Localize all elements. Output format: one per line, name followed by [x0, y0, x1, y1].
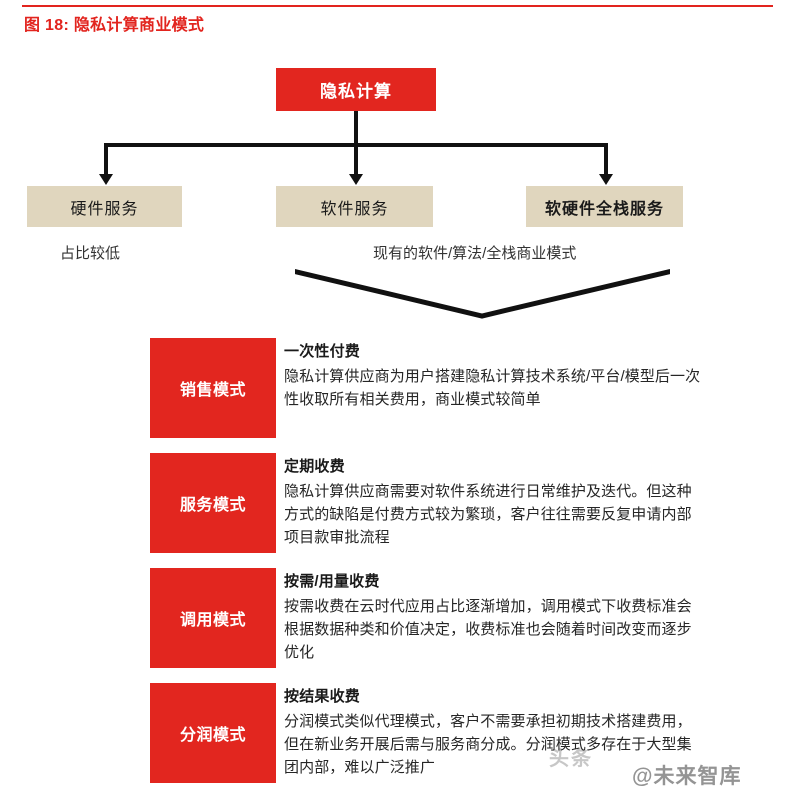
tier-node-software-service: 软件服务	[276, 186, 433, 227]
connector-drop-software	[354, 147, 358, 177]
mode-body: 一次性付费 隐私计算供应商为用户搭建隐私计算技术系统/平台/模型后一次性收取所有…	[284, 338, 704, 411]
tier-node-label: 软硬件全栈服务	[544, 200, 664, 218]
tier-note-software: 现有的软件/算法/全栈商业模式	[373, 245, 577, 262]
mode-description: 分润模式类似代理模式，客户不需要承担初期技术搭建费用，但在新业务开展后需与服务商…	[284, 713, 692, 776]
mode-row: 调用模式 按需/用量收费 按需收费在云时代应用占比逐渐增加，调用模式下收费标准会…	[0, 568, 795, 668]
mode-description: 隐私计算供应商为用户搭建隐私计算技术系统/平台/模型后一次性收取所有相关费用，商…	[284, 368, 701, 408]
mode-tag-service: 服务模式	[150, 453, 276, 553]
arrowhead-hardware-icon	[99, 174, 113, 185]
tier-node-label: 软件服务	[320, 200, 389, 218]
tier-node-hardware-service: 硬件服务	[27, 186, 182, 227]
connector-drop-fullstack	[604, 147, 608, 177]
tier-note-hardware: 占比较低	[60, 245, 121, 262]
mode-tag-label: 调用模式	[179, 612, 246, 629]
root-node-privacy-computing: 隐私计算	[276, 68, 436, 111]
root-node-label: 隐私计算	[320, 82, 392, 101]
mode-tag-label: 服务模式	[179, 497, 246, 514]
tier-node-label: 硬件服务	[70, 200, 139, 218]
mode-tag-sales: 销售模式	[150, 338, 276, 438]
connector-drop-hardware	[104, 147, 108, 177]
mode-row: 销售模式 一次性付费 隐私计算供应商为用户搭建隐私计算技术系统/平台/模型后一次…	[0, 338, 795, 438]
mode-row: 服务模式 定期收费 隐私计算供应商需要对软件系统进行日常维护及迭代。但这种方式的…	[0, 453, 795, 553]
arrowhead-software-icon	[349, 174, 363, 185]
mode-heading: 按结果收费	[284, 688, 361, 705]
tier-node-fullstack-service: 软硬件全栈服务	[526, 186, 683, 227]
header-divider-rule	[22, 5, 773, 7]
mode-row: 分润模式 按结果收费 分润模式类似代理模式，客户不需要承担初期技术搭建费用，但在…	[0, 683, 795, 783]
mode-tag-invocation: 调用模式	[150, 568, 276, 668]
mode-heading: 按需/用量收费	[284, 573, 380, 590]
figure-title: 图 18: 隐私计算商业模式	[24, 17, 205, 34]
mode-body: 按结果收费 分润模式类似代理模式，客户不需要承担初期技术搭建费用，但在新业务开展…	[284, 683, 704, 779]
arrowhead-fullstack-icon	[599, 174, 613, 185]
mode-description: 隐私计算供应商需要对软件系统进行日常维护及迭代。但这种方式的缺陷是付费方式较为繁…	[284, 483, 692, 546]
mode-body: 定期收费 隐私计算供应商需要对软件系统进行日常维护及迭代。但这种方式的缺陷是付费…	[284, 453, 704, 549]
mode-heading: 定期收费	[284, 458, 345, 475]
mode-body: 按需/用量收费 按需收费在云时代应用占比逐渐增加，调用模式下收费标准会根据数据种…	[284, 568, 704, 664]
mode-heading: 一次性付费	[284, 343, 361, 360]
mode-description: 按需收费在云时代应用占比逐渐增加，调用模式下收费标准会根据数据种类和价值决定，收…	[284, 598, 692, 661]
connector-horizontal-bus	[104, 143, 608, 147]
mode-tag-label: 分润模式	[179, 727, 246, 744]
mode-tag-label: 销售模式	[179, 382, 246, 399]
funnel-arrow-icon	[295, 268, 670, 319]
mode-tag-revenue-share: 分润模式	[150, 683, 276, 783]
connector-stem	[354, 111, 358, 147]
